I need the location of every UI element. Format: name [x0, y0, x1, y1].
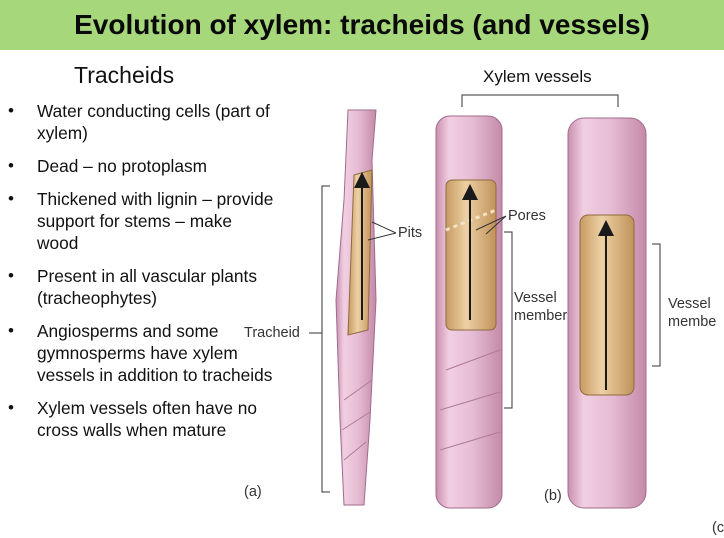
pits-leader [367, 221, 397, 241]
bullet-item: •Angiosperms and some gymnosperms have x… [8, 321, 273, 385]
bullet-dot-icon: • [8, 321, 14, 340]
tracheid-bracket [321, 185, 330, 493]
bullet-dot-icon: • [8, 398, 14, 417]
panel-c-label: (c [712, 520, 724, 536]
panel-b-label: (b) [544, 488, 562, 504]
vessel-member-c-label-line1: Vessel [668, 296, 711, 312]
title-bar: Evolution of xylem: tracheids (and vesse… [0, 0, 724, 50]
slide-subtitle: Tracheids [74, 62, 175, 88]
pores-leader [475, 215, 507, 235]
slide-title: Evolution of xylem: tracheids (and vesse… [74, 9, 650, 40]
bullet-item: •Thickened with lignin – provide support… [8, 189, 274, 253]
tracheid-label: Tracheid [244, 325, 300, 341]
vessel-c-illustration [567, 117, 647, 509]
tracheid-illustration [335, 109, 377, 506]
figure-heading: Xylem vessels [483, 67, 592, 86]
vessel-member-b-label-line1: Vessel [514, 290, 557, 306]
vessel-member-c-bracket [652, 243, 661, 367]
bullet-item: •Xylem vessels often have no cross walls… [8, 398, 257, 440]
bullet-dot-icon: • [8, 101, 14, 120]
xylem-vessels-bracket [461, 94, 619, 107]
bullet-item: •Present in all vascular plants (tracheo… [8, 266, 257, 308]
bullet-list: •Water conducting cells (part of xylem) … [6, 100, 274, 452]
bullet-item: •Water conducting cells (part of xylem) [8, 101, 270, 143]
pits-label: Pits [398, 225, 423, 241]
vessel-member-c-label-line2: membe [668, 314, 717, 330]
bullet-dot-icon: • [8, 156, 14, 175]
bullet-dot-icon: • [8, 266, 14, 285]
panel-a-label: (a) [244, 484, 262, 500]
bullet-dot-icon: • [8, 189, 14, 208]
vessel-member-b-bracket [504, 231, 513, 409]
vessel-member-b-label-line2: member [514, 308, 568, 324]
vessel-b-illustration [435, 115, 503, 509]
pores-label: Pores [508, 208, 546, 224]
bullet-item: •Dead – no protoplasm [8, 156, 208, 176]
